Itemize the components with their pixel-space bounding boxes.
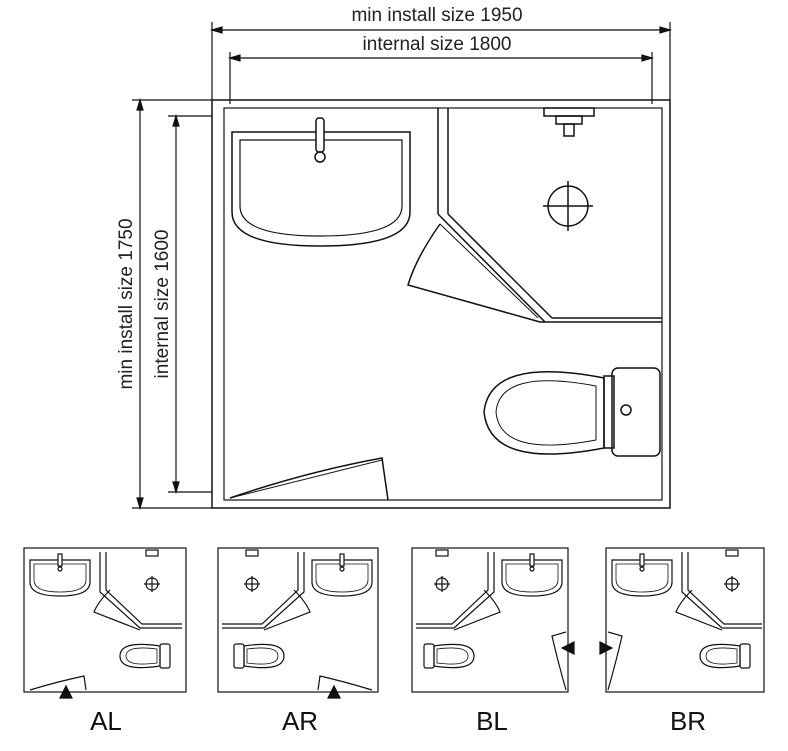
- variant-label-bl: BL: [476, 706, 508, 736]
- internal-depth-label: internal size 1600: [152, 230, 173, 379]
- toilet-bowl: [483, 371, 605, 455]
- variant-plan-ar: [217, 547, 379, 699]
- min-install-depth-label: min install size 1750: [116, 218, 137, 389]
- variant-plan-bl: [411, 547, 575, 693]
- min-install-width-label: min install size 1950: [351, 5, 522, 26]
- variant-plan-al: [23, 547, 187, 699]
- internal-width-label: internal size 1800: [363, 34, 512, 55]
- toilet: [483, 367, 661, 457]
- faucet-icon: [315, 117, 325, 153]
- shower-enclosure: [407, 107, 662, 323]
- entry-arrow-icon: [327, 684, 341, 699]
- toilet-tank: [611, 367, 661, 457]
- drain-icon: [314, 151, 326, 163]
- variant-plan-br: [599, 547, 765, 693]
- main-floor-plan: [211, 99, 671, 509]
- variant-label-al: AL: [90, 706, 122, 736]
- entry-door: [229, 457, 389, 501]
- variant-label-br: BR: [669, 706, 707, 736]
- variant-label-ar: AR: [281, 706, 319, 736]
- outer-wall: [211, 99, 671, 509]
- shower-mixer-icon: [543, 107, 595, 137]
- flush-button-icon: [620, 404, 632, 416]
- entry-arrow-icon: [599, 641, 614, 655]
- dimension-lines: [132, 22, 673, 511]
- entry-arrow-icon: [560, 641, 575, 655]
- entry-arrow-icon: [59, 684, 73, 699]
- sink: [231, 117, 411, 247]
- shower-door: [407, 223, 541, 323]
- inner-wall: [223, 107, 663, 501]
